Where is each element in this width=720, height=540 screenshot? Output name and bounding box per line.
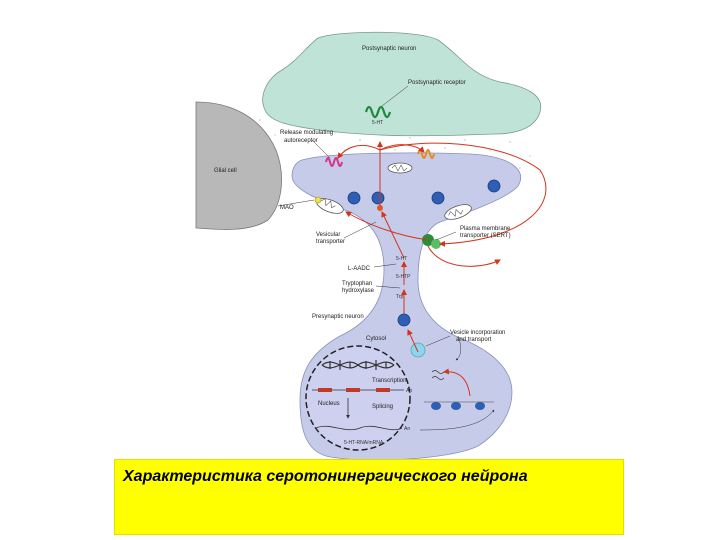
vesicle xyxy=(487,179,501,193)
label-vesicular-transporter-2: transporter xyxy=(316,239,345,245)
label-nucleus: Nucleus xyxy=(318,401,340,407)
vesicle xyxy=(371,191,385,205)
label-autoreceptor: autoreceptor xyxy=(284,138,318,144)
label-5ht-mid: 5-HT xyxy=(396,256,407,262)
label-presynaptic-neuron: Presynaptic neuron xyxy=(312,314,364,320)
label-an-2: An xyxy=(404,426,410,432)
postsynaptic-receptor-icon xyxy=(364,105,392,119)
glial-cell-shape xyxy=(195,101,282,230)
serotonin-pathway-arrows xyxy=(337,141,547,397)
label-postsynaptic-receptor: Postsynaptic receptor xyxy=(408,80,466,86)
postsynaptic-neuron-shape xyxy=(262,31,542,137)
mitochondrion-icon xyxy=(387,162,413,174)
label-trp: Trp xyxy=(396,294,404,300)
mao-enzyme-icon xyxy=(314,196,322,204)
mrna-squiggle xyxy=(431,370,445,380)
label-postsynaptic-neuron: Postsynaptic neuron xyxy=(362,46,416,52)
label-splicing: Splicing xyxy=(372,404,393,410)
nucleus-circle xyxy=(305,345,411,451)
label-5ht-top: 5-HT xyxy=(372,120,383,126)
mitochondrion-icon xyxy=(444,204,472,220)
transcript-bars xyxy=(312,388,404,431)
label-l-aadc: L-AADC xyxy=(348,266,371,272)
label-tryptophan-hydroxylase-1: Tryptophan xyxy=(342,281,372,287)
label-transcription: Transcription xyxy=(372,378,406,384)
label-cytosol: Cytosol xyxy=(366,336,386,342)
label-vesicle-incorporation-2: and transport xyxy=(456,337,492,343)
label-mrna: 5-HT-RNA/mRNA xyxy=(344,440,384,446)
caption-box: Характеристика серотонинергического нейр… xyxy=(114,459,624,535)
label-plasma-membrane-2: transporter (SERT) xyxy=(460,233,511,239)
dna-helix-icon xyxy=(321,360,395,370)
label-mao: MAO xyxy=(280,205,294,211)
label-5htp: 5-HTP xyxy=(396,274,411,280)
vesicle xyxy=(347,191,361,205)
label-vesicular-transporter-1: Vesicular xyxy=(316,232,340,238)
release-autoreceptor-icon xyxy=(325,157,343,167)
release-point-icon xyxy=(377,205,383,211)
caption-title: Характеристика серотонинергического нейр… xyxy=(123,468,528,485)
label-plasma-membrane-1: Plasma membrane xyxy=(460,226,511,232)
membrane-receptors xyxy=(424,401,494,410)
vesicles xyxy=(347,179,501,358)
vesicle xyxy=(397,313,411,327)
sert-transporter-icon xyxy=(422,234,441,249)
leader-lines xyxy=(277,85,495,431)
label-tryptophan-hydroxylase-2: hydroxylase xyxy=(342,288,375,294)
label-vesicle-incorporation-1: Vesicle incorporation xyxy=(450,330,505,336)
label-an-1: An xyxy=(406,388,412,394)
label-release-modulating: Release modulating xyxy=(280,130,333,136)
vesicle xyxy=(431,191,445,205)
vesicle-light xyxy=(410,342,426,358)
label-glial-cell: Glial cell xyxy=(214,168,237,174)
